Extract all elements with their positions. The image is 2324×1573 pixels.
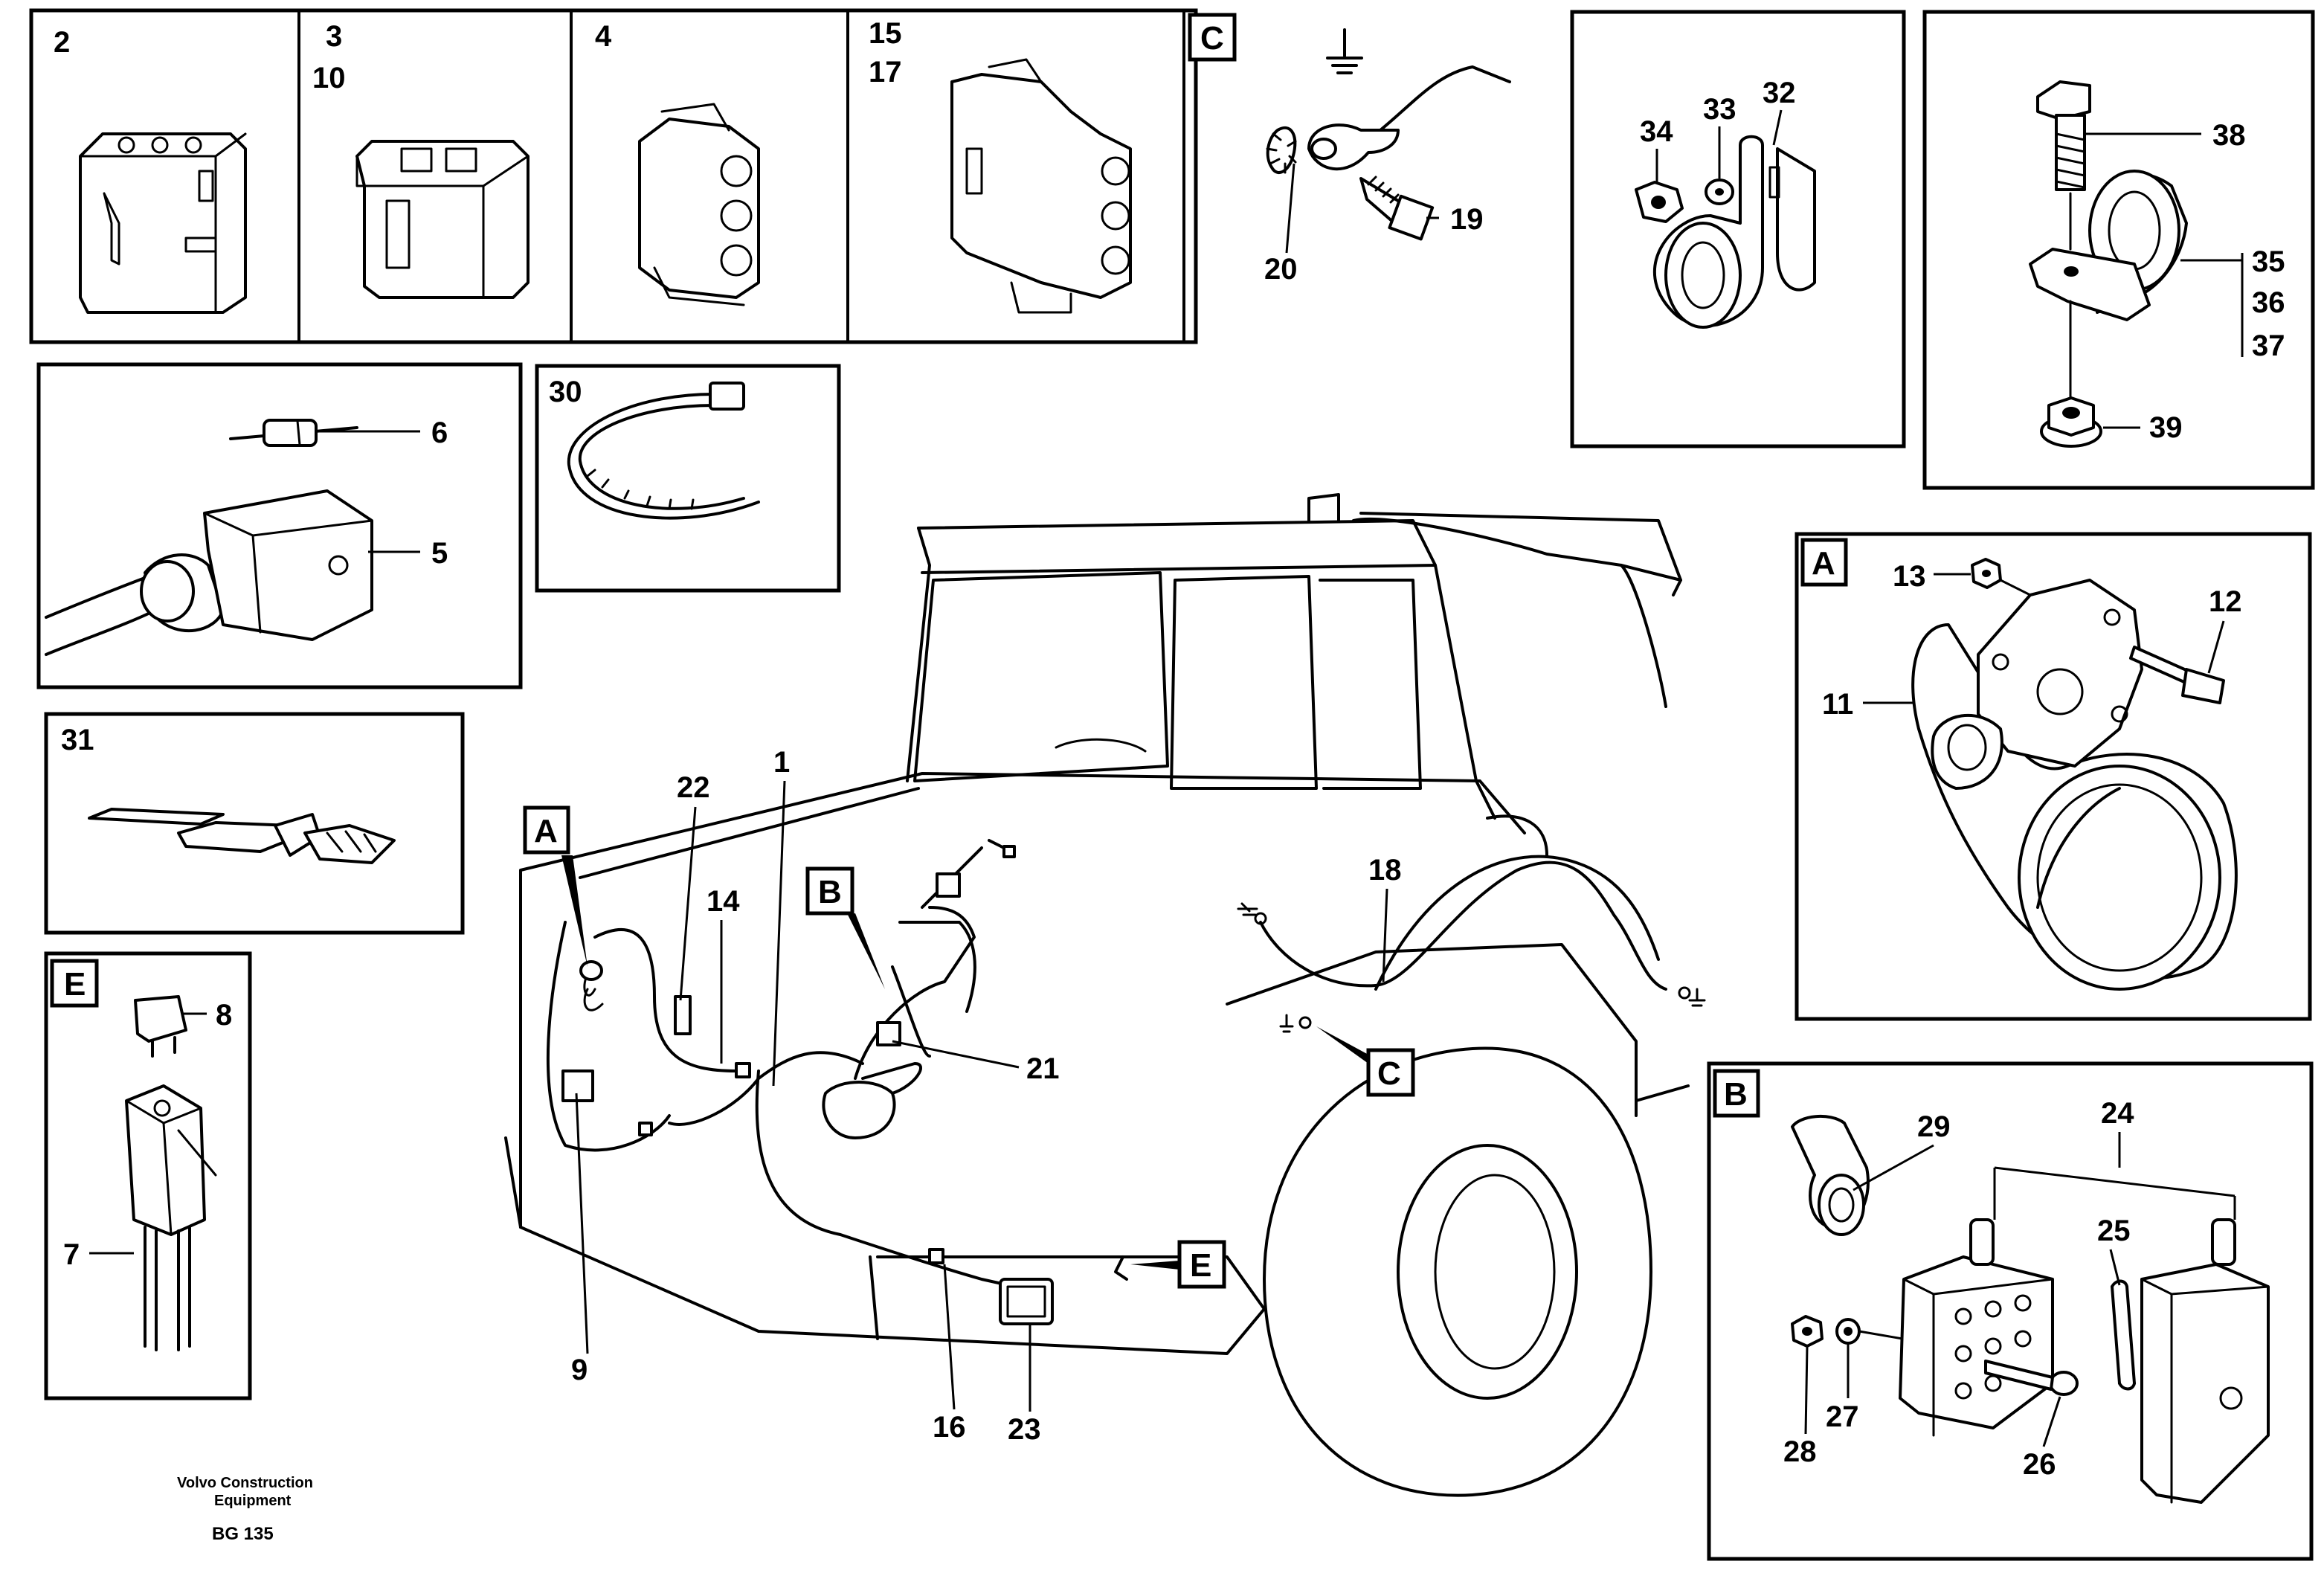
callout-28: 28 [1783,1435,1817,1468]
callout-9: 9 [571,1354,588,1386]
callout-17: 17 [869,56,902,89]
tag-a-panel: A [1812,545,1835,582]
callout-32: 32 [1763,77,1796,109]
callout-38: 38 [2212,119,2246,152]
screw-icon [1984,1360,2079,1396]
bolt-icon [2036,80,2091,191]
nut-13-icon [1971,558,2002,589]
rubber-boot-icon [1791,1114,1870,1236]
panel-detail-c: C 20 19 [1188,13,1511,286]
footer-brand: Volvo Construction Equipment BG 135 [177,1475,313,1544]
panel-detail-b: B [1707,1061,2314,1561]
ground-icon [1326,28,1363,74]
diode-icon [229,419,358,447]
tag-b-main: B [818,874,842,910]
footer-brand-line1: Volvo Construction [177,1475,313,1491]
footer-code: BG 135 [212,1524,274,1544]
callout-12: 12 [2209,585,2242,618]
callout-14: 14 [706,885,740,918]
horn-icon [1911,579,2238,991]
callout-20: 20 [1264,253,1298,286]
panel-detail-e: E 8 7 [44,951,252,1400]
nut-icon [1635,181,1684,223]
callout-33: 33 [1703,93,1736,126]
callout-27: 27 [1826,1400,1859,1433]
callout-11: 11 [1822,688,1853,721]
callout-10: 10 [312,62,346,94]
panel-connector-3-10: 3 10 [312,20,530,299]
lamp-socket-icon [45,489,373,656]
callout-2: 2 [54,26,70,59]
machine-overview [504,493,1706,1497]
washer-icon [1705,178,1734,205]
callout-35: 35 [2252,245,2285,278]
panel-row-top [29,8,1198,344]
callout-3: 3 [326,20,342,53]
tag-e-main: E [1190,1247,1211,1284]
callout-18: 18 [1368,854,1402,887]
callout-25: 25 [2097,1215,2131,1247]
callout-8: 8 [216,999,232,1032]
fuse-holder-icon [125,1084,217,1351]
main-callouts: 1 22 14 9 21 18 16 23 A B C E [523,746,1415,1446]
callout-34: 34 [1640,115,1673,148]
callout-37: 37 [2252,329,2285,362]
callout-15: 15 [869,17,902,50]
footer-brand-line2: Equipment [214,1493,292,1509]
tag-c-panel: C [1200,20,1224,57]
connector-4-icon [638,103,760,306]
callout-19: 19 [1450,203,1484,236]
callout-29: 29 [1917,1110,1951,1143]
callout-30: 30 [549,376,582,408]
ground-cable-icon [1266,65,1511,241]
connector-15-icon [950,58,1132,314]
flange-nut-icon [2040,396,2102,448]
tag-e-panel: E [64,966,86,1003]
callout-1: 1 [773,746,790,779]
panel-connector-4: 4 [595,20,760,306]
washer-27-icon [1835,1318,1861,1345]
panel-connector-2: 2 [54,26,247,314]
link-icon [2111,1279,2136,1391]
panel-terminal-31: 31 [44,712,465,935]
bolt-12-icon [2129,646,2225,704]
callout-16: 16 [933,1411,966,1444]
panel-clamp-32-34: 34 33 32 [1570,10,1906,448]
fuse-icon [134,995,187,1058]
callout-39: 39 [2149,411,2183,444]
callout-24: 24 [2101,1097,2134,1130]
connector-3-icon [355,140,530,299]
tag-c-main: C [1377,1055,1401,1092]
callout-7: 7 [63,1238,80,1271]
callout-5: 5 [431,537,448,570]
panel-detail-a: A 13 12 11 [1794,532,2312,1021]
callout-23: 23 [1008,1413,1041,1446]
bracket-icon [2029,248,2151,321]
tag-a-main: A [534,813,558,849]
clamp-icon [1652,135,1816,329]
panel-connector-15-17: 15 17 [869,17,1132,314]
panel-cable-tie-30: 30 [535,364,841,593]
callout-22: 22 [677,771,710,804]
panel-grommet-35-39: 38 35 36 37 39 [1922,10,2315,490]
fuse-box-cover-icon [2140,1218,2270,1504]
callout-36: 36 [2252,286,2285,319]
callout-4: 4 [595,20,612,53]
panel-lamp-socket-5-6: 6 5 [36,362,523,689]
tag-b-panel: B [1724,1076,1748,1113]
terminal-icon [88,808,396,864]
callout-6: 6 [431,416,448,449]
cable-tie-icon [567,382,760,520]
callout-13: 13 [1893,560,1926,593]
fuse-box-icon [1899,1218,2054,1437]
callout-31: 31 [61,724,94,756]
nut-28-icon [1791,1315,1824,1348]
callout-26: 26 [2023,1448,2056,1481]
callout-21: 21 [1026,1052,1060,1085]
connector-2-icon [79,132,247,314]
